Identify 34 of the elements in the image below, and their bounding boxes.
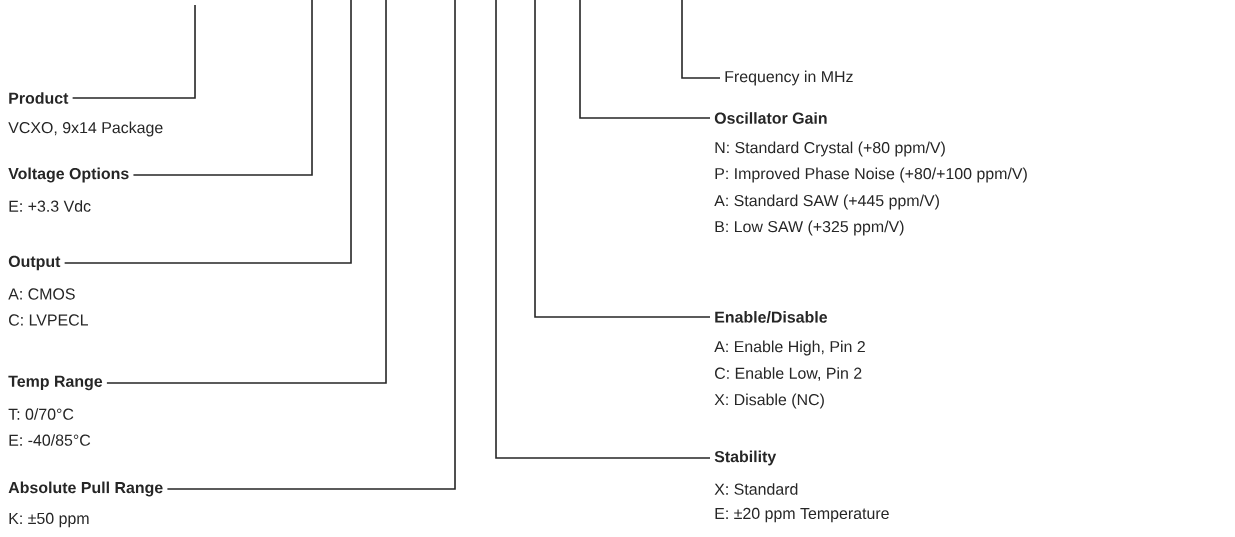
option-text: C: Enable Low, Pin 2: [715, 367, 862, 381]
option-text: X: Standard: [714, 483, 798, 495]
heading-text: Absolute Pull Range: [8, 481, 163, 497]
heading-text: Output: [8, 255, 61, 271]
heading-text: Stability: [714, 450, 777, 466]
option-text: VCXO, 9x14 Package: [8, 121, 163, 137]
option-text: K: ±50 ppm: [9, 512, 89, 528]
heading-text: Temp Range: [8, 375, 103, 391]
option-text: C: LVPECL: [9, 314, 88, 326]
leader-line: [495, 0, 711, 459]
leader-line: [106, 0, 387, 384]
leader-line: [63, 0, 352, 264]
option-text: E: -40/85°C: [9, 434, 91, 446]
option-text: B: Low SAW (+325 ppm/V): [715, 220, 904, 236]
heading-text: Enable/Disable: [715, 311, 828, 323]
leader-line: [71, 4, 196, 99]
leader-line: [579, 0, 711, 119]
heading-text: Frequency in MHz: [725, 70, 853, 86]
option-text: E: +3.3 Vdc: [9, 200, 91, 212]
option-text: E: ±20 ppm Temperature: [715, 507, 889, 523]
option-text: N: Standard Crystal (+80 ppm/V): [715, 141, 945, 157]
heading-text: Oscillator Gain: [714, 112, 827, 124]
heading-text: Voltage Options: [8, 167, 129, 183]
option-text: X: Disable (NC): [714, 393, 824, 409]
heading-text: Product: [9, 92, 69, 104]
option-text: A: Enable High, Pin 2: [714, 340, 865, 356]
option-text: P: Improved Phase Noise (+80/+100 ppm/V): [715, 167, 1027, 183]
leader-line: [681, 0, 721, 79]
leader-line: [166, 0, 456, 490]
leader-line: [132, 0, 313, 176]
option-text: A: CMOS: [8, 288, 75, 300]
option-text: T: 0/70°C: [8, 408, 74, 420]
option-text: A: Standard SAW (+445 ppm/V): [714, 194, 939, 210]
leader-line: [534, 0, 711, 318]
